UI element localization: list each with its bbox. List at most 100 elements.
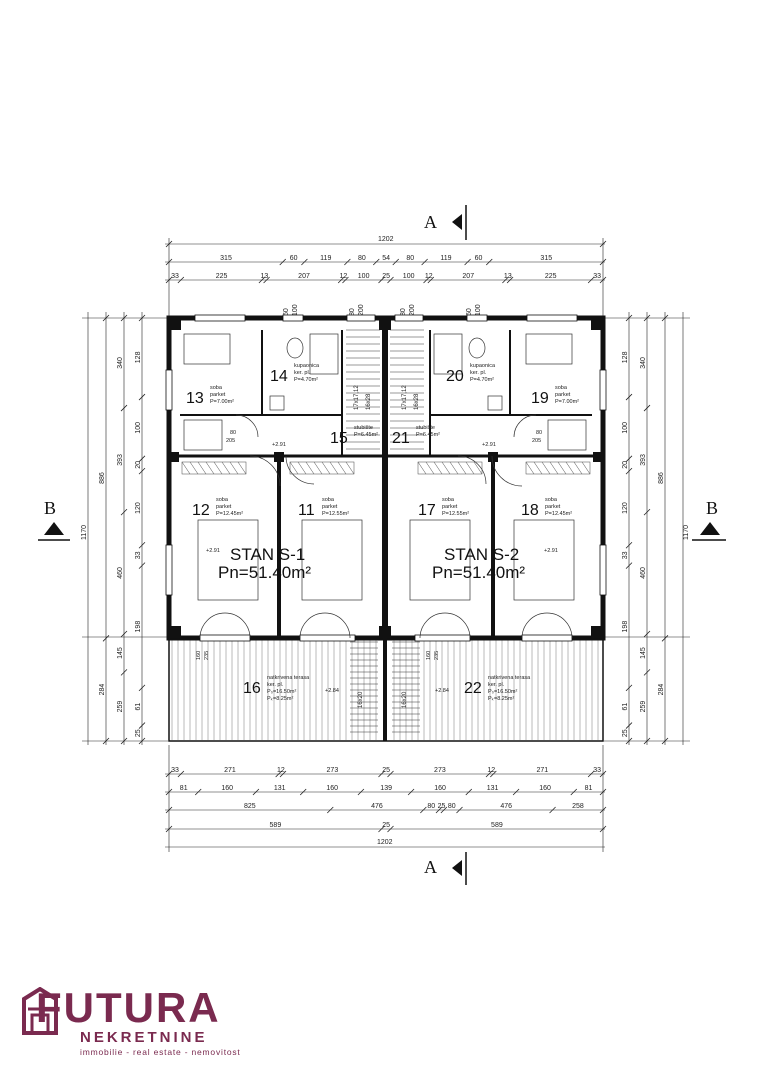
- wardrobe-hatch: [181, 461, 191, 475]
- dim-tick: [625, 684, 633, 692]
- stair-sub-2: 16x28: [414, 393, 420, 410]
- logo-subtitle: NEKRETNINE: [80, 1029, 208, 1046]
- room-area-2: Pₖ=8.25m²: [488, 696, 515, 702]
- dim-160-b: 160: [426, 651, 432, 660]
- fixtures: [183, 333, 587, 601]
- dim-tick: [570, 788, 578, 796]
- dim-tick: [506, 276, 514, 284]
- dim-label: 139: [380, 785, 392, 792]
- wardrobes: [181, 461, 591, 475]
- stair-label-1: 17x17,12: [354, 385, 360, 410]
- dim-label: 258: [572, 803, 584, 810]
- dim-label: 476: [500, 803, 512, 810]
- dim-tick: [440, 806, 448, 814]
- dim-tick: [625, 722, 633, 729]
- room-number: 14: [270, 368, 288, 385]
- room-area: P=7.00m²: [210, 399, 234, 405]
- dim-label: 25: [382, 822, 390, 829]
- left-dimensions: [82, 312, 168, 745]
- room-area: P=4.70m²: [470, 377, 494, 383]
- stair-label-2: 17x17,12: [402, 385, 408, 410]
- dim-tick: [643, 630, 651, 638]
- dim-label: 225: [216, 273, 228, 280]
- wardrobe-hatch: [441, 461, 451, 475]
- wardrobe-hatch: [573, 461, 583, 475]
- wardrobe-hatch: [449, 461, 459, 475]
- room-number: 21: [392, 430, 410, 447]
- wardrobe-hatch: [205, 461, 215, 475]
- wardrobe-hatch: [417, 461, 427, 475]
- room-number: 16: [243, 680, 261, 697]
- dim-tick: [165, 806, 173, 814]
- dim-tick: [485, 770, 493, 778]
- room-floor: parket: [442, 504, 458, 510]
- dim-label: 25: [622, 729, 629, 737]
- dim-tick: [165, 276, 173, 284]
- dim-tick: [587, 770, 595, 778]
- dim-tick: [643, 669, 651, 676]
- dim-label: 273: [327, 767, 339, 774]
- dim-tick: [456, 806, 463, 814]
- wardrobe-hatch: [433, 461, 443, 475]
- dim-window-label: 100: [475, 304, 482, 316]
- dim-label: 12: [425, 273, 433, 280]
- dim-tick: [392, 258, 400, 266]
- dim-label: 80: [358, 255, 366, 262]
- dim-label: 33: [135, 551, 142, 559]
- wardrobe-hatch: [229, 461, 239, 475]
- dim-tick: [599, 258, 607, 266]
- dim-label: 80: [448, 803, 456, 810]
- dim-label: 271: [537, 767, 549, 774]
- dim-label: 120: [135, 502, 142, 514]
- dim-tick: [120, 508, 128, 516]
- dim-tick: [599, 825, 607, 833]
- room-floor: parket: [216, 504, 232, 510]
- level-4: +2.84: [435, 688, 449, 694]
- dim-tick: [643, 737, 651, 745]
- section-mark-b-right: B: [692, 498, 726, 541]
- dim-tick: [120, 404, 128, 412]
- dim-label: 284: [658, 684, 665, 696]
- level-6: +2.91: [544, 548, 558, 554]
- dim-label: 225: [545, 273, 557, 280]
- dim-tick: [625, 541, 633, 549]
- room-number: 11: [298, 502, 315, 519]
- dim-tick: [512, 788, 520, 796]
- dim-tick: [301, 258, 308, 266]
- dim-205-left: 205: [226, 438, 235, 444]
- dim-tick: [378, 770, 385, 778]
- room-type: soba: [555, 385, 568, 391]
- wardrobe-hatch: [189, 461, 199, 475]
- dim-tick: [378, 276, 385, 284]
- room-number: 12: [192, 502, 210, 519]
- wardrobe-hatch: [305, 461, 315, 475]
- room-area: P=6.45m²: [354, 432, 378, 438]
- section-mark-a-bottom: A: [424, 852, 467, 885]
- wardrobe-hatch: [465, 461, 475, 475]
- dim-tick: [661, 737, 669, 745]
- dim-label: 259: [117, 701, 124, 713]
- dim-tick: [465, 788, 473, 796]
- dim-window-label: 200: [358, 304, 365, 316]
- dim-window-label: 80: [400, 308, 407, 316]
- dim-label: 273: [434, 767, 446, 774]
- room-type: kupaonica: [294, 363, 320, 369]
- wardrobe-hatch: [533, 461, 543, 475]
- room-area: P₀=16.50m²: [488, 689, 518, 695]
- wardrobe: [181, 461, 247, 475]
- dim-label: 81: [180, 785, 188, 792]
- room-area: P=4.70m²: [294, 377, 318, 383]
- dim-tick: [357, 788, 365, 796]
- section-label-a-bottom: A: [424, 857, 437, 877]
- dim-label: 100: [358, 273, 370, 280]
- apartment-2-name: STAN S-2: [444, 545, 519, 564]
- wardrobe-hatch: [329, 461, 339, 475]
- wardrobe-hatch: [565, 461, 575, 475]
